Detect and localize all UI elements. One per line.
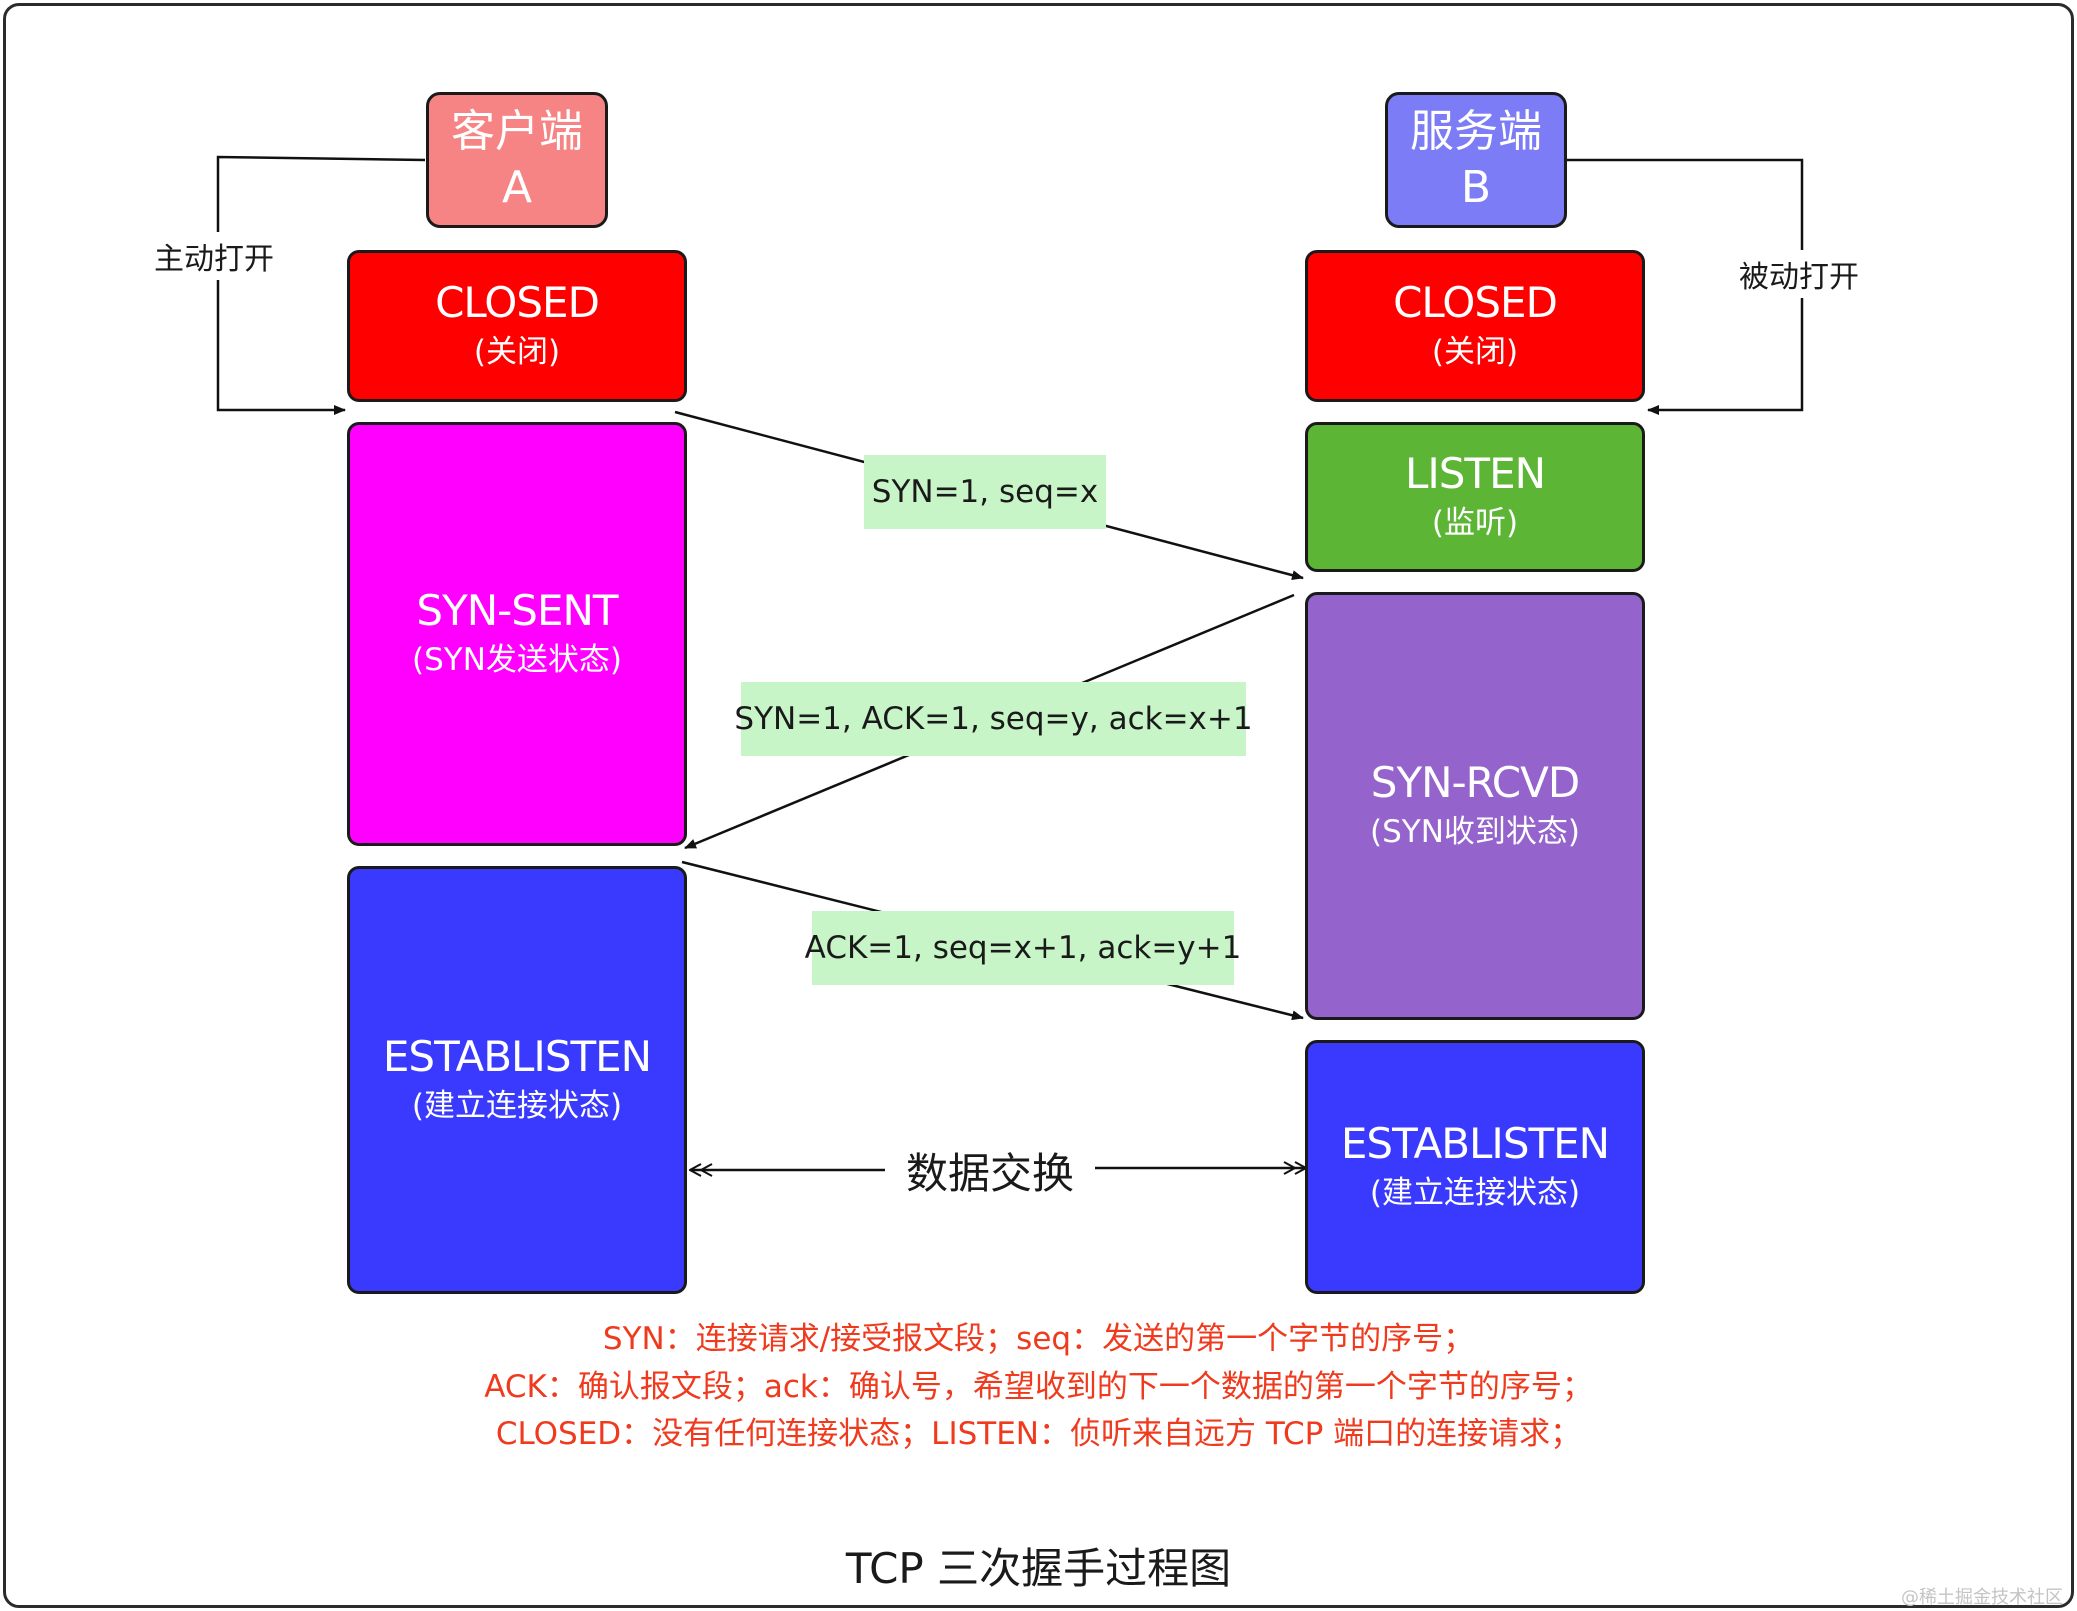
note-line-2: ACK：确认报文段；ack：确认号，希望收到的下一个数据的第一个字节的序号； (484, 1369, 1593, 1405)
data-exchange-label: 数据交换 (885, 1140, 1095, 1200)
passive-open-label: 被动打开 (1735, 250, 1863, 298)
client-header-line2: A (501, 162, 533, 213)
server-state-established-subtitle: (建立连接状态) (1369, 1175, 1581, 1211)
server-state-syn-rcvd-title: SYN-RCVD (1370, 758, 1580, 807)
server-header: 服务端 B (1385, 92, 1567, 228)
client-state-established-subtitle: (建立连接状态) (411, 1088, 623, 1124)
active-open-label: 主动打开 (150, 232, 278, 280)
ack-message-label: ACK=1, seq=x+1, ack=y+1 (805, 911, 1241, 985)
server-state-syn-rcvd: SYN-RCVD (SYN收到状态) (1305, 592, 1645, 1020)
client-state-syn-sent-subtitle: (SYN发送状态) (412, 642, 622, 678)
watermark: @稀土掘金技术社区 (1901, 1587, 2063, 1608)
client-state-closed: CLOSED (关闭) (347, 250, 687, 402)
server-state-syn-rcvd-subtitle: (SYN收到状态) (1370, 814, 1580, 850)
client-state-syn-sent-title: SYN-SENT (416, 586, 618, 635)
note-line-3: CLOSED：没有任何连接状态；LISTEN：侦听来自远方 TCP 端口的连接请… (495, 1416, 1582, 1452)
server-header-line2: B (1460, 162, 1492, 213)
syn-message-label: SYN=1, seq=x (864, 455, 1106, 529)
client-state-established: ESTABLISTEN (建立连接状态) (347, 866, 687, 1294)
server-state-established-title: ESTABLISTEN (1340, 1119, 1610, 1168)
server-state-listen-subtitle: (监听) (1431, 505, 1519, 541)
server-state-closed-title: CLOSED (1393, 278, 1558, 327)
active-open-connector (216, 155, 426, 415)
server-state-closed-subtitle: (关闭) (1431, 334, 1519, 370)
client-state-closed-subtitle: (关闭) (473, 334, 561, 370)
syn-ack-message-label: SYN=1, ACK=1, seq=y, ack=x+1 (734, 682, 1253, 756)
server-header-line1: 服务端 (1410, 106, 1542, 157)
server-state-closed: CLOSED (关闭) (1305, 250, 1645, 402)
client-state-closed-title: CLOSED (435, 278, 600, 327)
server-state-listen: LISTEN (监听) (1305, 422, 1645, 572)
client-header-line1: 客户端 (451, 106, 583, 157)
client-header: 客户端 A (426, 92, 608, 228)
client-state-syn-sent: SYN-SENT (SYN发送状态) (347, 422, 687, 846)
server-state-established: ESTABLISTEN (建立连接状态) (1305, 1040, 1645, 1294)
client-state-established-title: ESTABLISTEN (382, 1032, 652, 1081)
server-state-listen-title: LISTEN (1404, 449, 1546, 498)
diagram-caption: TCP 三次握手过程图 (845, 1544, 1232, 1593)
note-line-1: SYN：连接请求/接受报文段；seq：发送的第一个字节的序号； (602, 1321, 1475, 1357)
